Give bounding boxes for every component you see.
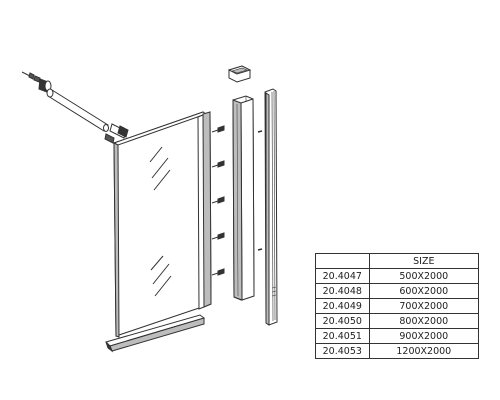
wall-screw bbox=[21, 71, 35, 80]
glass-reflection bbox=[153, 169, 171, 191]
support-bar-wall-fixings bbox=[21, 71, 52, 93]
glass-reflection bbox=[151, 157, 169, 179]
screw bbox=[211, 196, 225, 204]
table-row: 20.4047 500X2000 bbox=[315, 268, 480, 284]
glass-reflection bbox=[152, 263, 170, 285]
product-code: 20.4049 bbox=[315, 298, 370, 314]
product-code: 20.4050 bbox=[315, 313, 370, 329]
product-code: 20.4051 bbox=[315, 328, 370, 344]
column-header-code bbox=[315, 253, 370, 269]
product-code: 20.4053 bbox=[315, 343, 370, 359]
glass-reflection bbox=[149, 146, 163, 163]
product-size: 800X2000 bbox=[368, 313, 480, 329]
table-row: 20.4049 700X2000 bbox=[315, 298, 480, 314]
wall-profile bbox=[264, 88, 278, 326]
wall-profile-screws bbox=[211, 125, 225, 276]
profile-end-cap bbox=[227, 65, 252, 83]
product-size: 900X2000 bbox=[368, 328, 480, 344]
screw bbox=[211, 268, 225, 276]
size-table: SIZE 20.4047 500X2000 20.4048 600X2000 2… bbox=[315, 253, 480, 359]
table-row: 20.4053 1200X2000 bbox=[315, 343, 480, 359]
column-header-size: SIZE bbox=[368, 253, 480, 269]
product-size: 1200X2000 bbox=[368, 343, 480, 359]
screw bbox=[211, 160, 225, 168]
product-code: 20.4048 bbox=[315, 283, 370, 299]
compensation-profile bbox=[232, 95, 255, 301]
table-header-row: SIZE bbox=[315, 253, 480, 269]
product-size: 700X2000 bbox=[368, 298, 480, 314]
table-row: 20.4051 900X2000 bbox=[315, 328, 480, 344]
product-size: 500X2000 bbox=[368, 268, 480, 284]
table-row: 20.4048 600X2000 bbox=[315, 283, 480, 299]
support-bar bbox=[46, 88, 109, 132]
table-row: 20.4050 800X2000 bbox=[315, 313, 480, 329]
wall-plug bbox=[33, 75, 41, 83]
glass-panel bbox=[112, 111, 212, 338]
screw bbox=[211, 232, 225, 240]
profile-screws bbox=[257, 130, 263, 251]
glass-reflection bbox=[154, 275, 172, 297]
screw bbox=[211, 125, 225, 133]
product-code: 20.4047 bbox=[315, 268, 370, 284]
bottom-seal-strip bbox=[105, 314, 206, 353]
product-size: 600X2000 bbox=[368, 283, 480, 299]
glass-reflection bbox=[150, 255, 164, 271]
